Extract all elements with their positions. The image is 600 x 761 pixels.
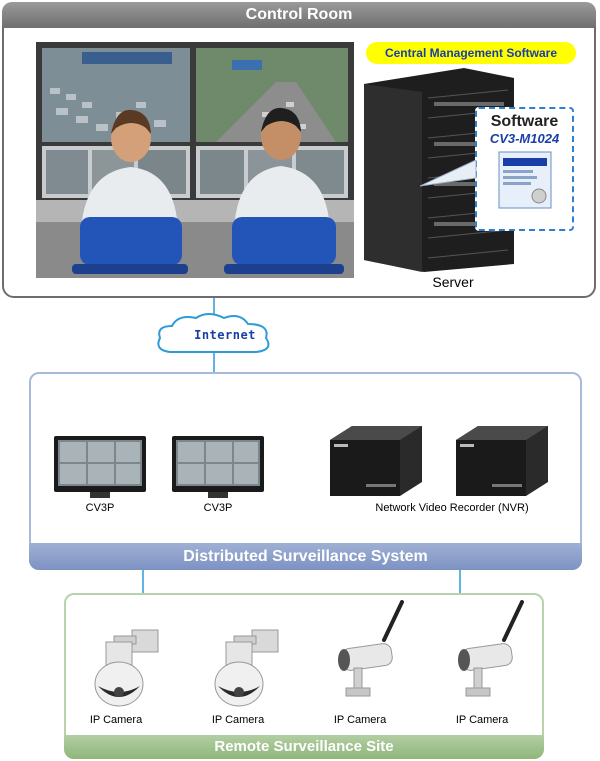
- cms-label: Central Management Software: [366, 42, 576, 64]
- ptz-dome-camera-icon: [94, 629, 159, 707]
- remote-site-panel: [64, 593, 544, 759]
- remote-site-title: Remote Surveillance Site: [64, 735, 544, 759]
- camera-label-2: IP Camera: [211, 714, 265, 726]
- device-label-nvr: Network Video Recorder (NVR): [375, 502, 529, 514]
- ptz-dome-camera-icon: [214, 629, 279, 707]
- nvr-device-icon: [456, 426, 548, 496]
- cv3p-monitor-icon: [172, 436, 264, 498]
- server-label: Server: [432, 274, 474, 290]
- device-label-cv3p-2: CV3P: [203, 502, 233, 514]
- internet-label: Internet: [194, 328, 256, 342]
- control-room-title: Control Room: [2, 2, 596, 28]
- software-product: CV3-M1024: [489, 131, 560, 146]
- internet-cloud-icon: [157, 313, 270, 353]
- cv3p-monitor-icon: [54, 436, 146, 498]
- software-callout: Software CV3-M1024: [475, 107, 574, 231]
- camera-label-4: IP Camera: [455, 714, 509, 726]
- camera-label-1: IP Camera: [89, 714, 143, 726]
- wireless-bullet-camera-icon: [458, 600, 524, 697]
- device-label-cv3p-1: CV3P: [85, 502, 115, 514]
- video-wall-illustration: [36, 42, 354, 278]
- software-package-icon: [498, 151, 551, 209]
- software-title: Software: [490, 113, 559, 130]
- camera-label-3: IP Camera: [333, 714, 387, 726]
- wireless-bullet-camera-icon: [338, 600, 404, 697]
- distributed-system-title: Distributed Surveillance System: [29, 543, 582, 570]
- nvr-device-icon: [330, 426, 422, 496]
- callout-pointer: [420, 160, 477, 187]
